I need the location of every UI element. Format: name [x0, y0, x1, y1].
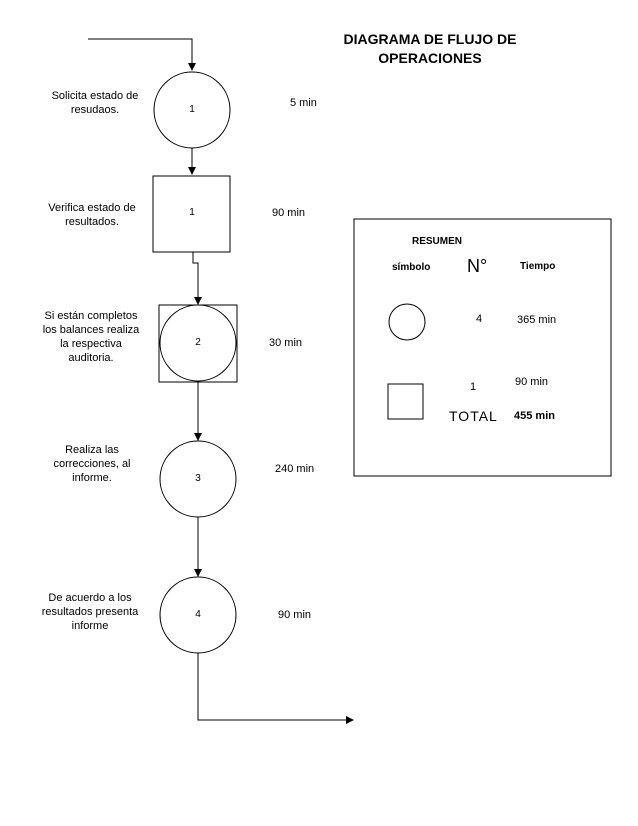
summary-heading: RESUMEN: [412, 236, 463, 247]
step-4-number: 3: [195, 473, 201, 484]
step-5-time: 90 min: [278, 609, 312, 621]
title-line-2: OPERACIONES: [378, 50, 482, 66]
step-4-time: 240 min: [275, 463, 315, 475]
summary-circle-count: 4: [476, 313, 483, 325]
step-2-time: 90 min: [272, 207, 306, 219]
inspection-square-1: [152, 175, 231, 253]
summary-circle-icon: [388, 303, 426, 341]
summary-total-label: TOTAL: [449, 408, 498, 424]
summary-square-time: 90 min: [515, 376, 549, 388]
step-3-number: 2: [195, 337, 201, 348]
summary-col-time: Tiempo: [520, 261, 556, 272]
step-4-description: Realiza las correcciones, al informe.: [53, 444, 131, 484]
step-1-description: Solicita estado de resudaos.: [51, 90, 139, 116]
connector-arrow-2: [192, 252, 202, 305]
step-5-description: De acuerdo a los resultados presenta inf…: [41, 592, 139, 632]
summary-square-count: 1: [470, 381, 477, 393]
title-line-1: DIAGRAMA DE FLUJO DE: [343, 31, 517, 47]
entry-arrow: [88, 38, 196, 71]
step-3-time: 30 min: [269, 337, 303, 349]
step-2-number: 1: [189, 207, 195, 218]
summary-total-time: 455 min: [514, 410, 555, 422]
summary-col-number: N°: [467, 256, 488, 276]
summary-square-icon: [387, 383, 424, 420]
step-1-time: 5 min: [290, 97, 317, 109]
step-5-number: 4: [195, 609, 201, 620]
summary-circle-time: 365 min: [517, 314, 557, 326]
exit-arrow: [197, 653, 354, 724]
step-1-number: 1: [189, 104, 195, 115]
combined-circle-2: [159, 304, 237, 382]
summary-col-symbol: símbolo: [392, 262, 431, 273]
page-title: DIAGRAMA DE FLUJO DE OPERACIONES: [300, 30, 560, 68]
step-3-description: Si están completos los balances realiza …: [42, 310, 140, 364]
summary-box: [353, 218, 612, 477]
step-2-description: Verifica estado de resultados.: [48, 202, 136, 228]
